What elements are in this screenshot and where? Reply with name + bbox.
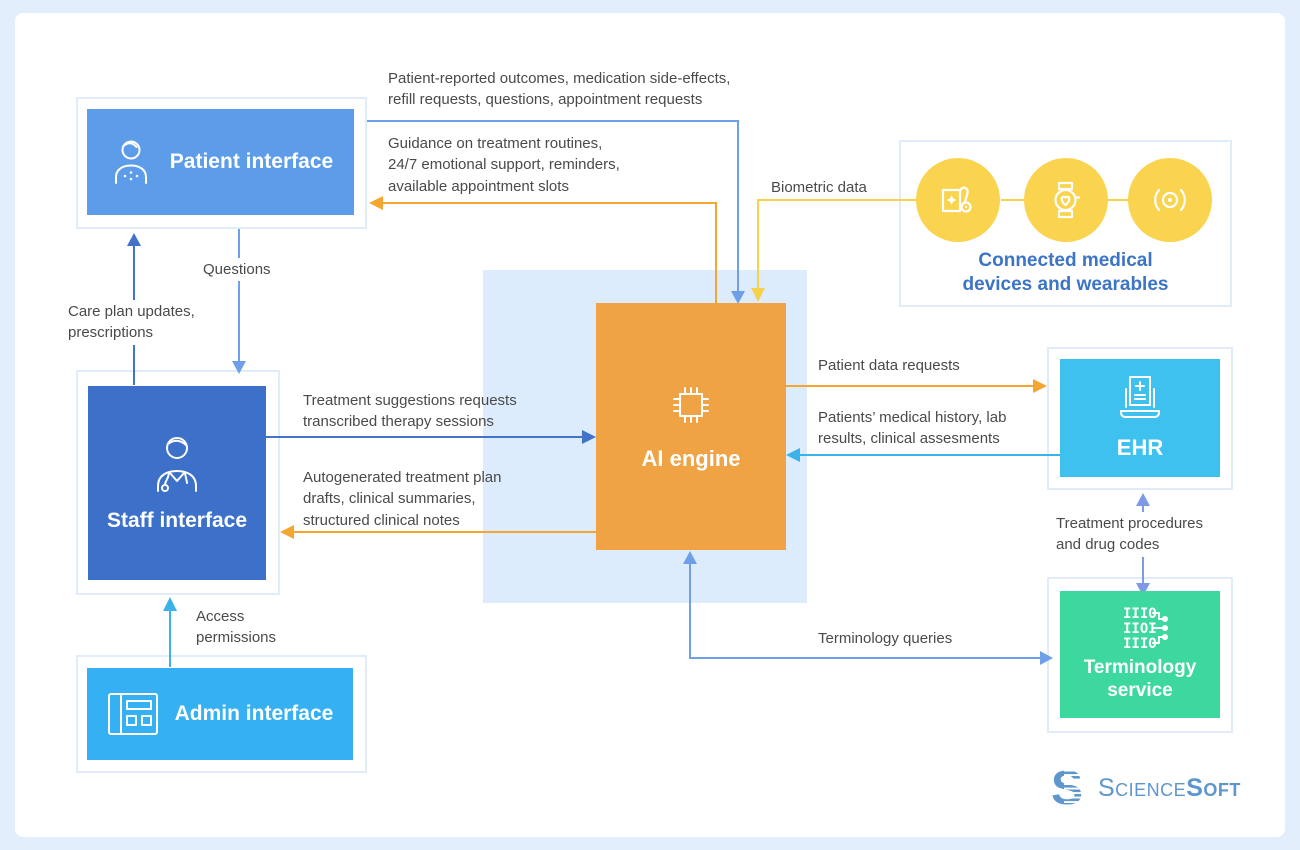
label-questions: Questions [199, 258, 275, 282]
ai-chip-icon [673, 386, 709, 423]
admin-interface-node: Admin interface [87, 668, 353, 760]
label-care-plan: Care plan updates, prescriptions [64, 300, 199, 345]
staff-interface-node: Staff interface [88, 386, 266, 580]
terminology-icon: IIIO IIOI IIIO [1123, 606, 1168, 652]
smartwatch-icon [1054, 181, 1081, 219]
label-treatment-suggestions: Treatment suggestions requests transcrib… [303, 392, 517, 431]
patient-interface-label: Patient interface [169, 150, 334, 173]
sciencesoft-logo-text: ScienceSoft [1098, 774, 1241, 803]
device-circle-smartwatch [1024, 158, 1108, 242]
admin-interface-label: Admin interface [174, 702, 334, 725]
admin-icon [107, 693, 158, 735]
label-patient-data-requests: Patient data requests [818, 357, 960, 374]
staff-interface-label: Staff interface [106, 509, 248, 532]
device-circle-monitor [916, 158, 1000, 242]
svg-text:IIIO: IIIO [1123, 636, 1157, 652]
label-autogenerated: Autogenerated treatment plan drafts, cli… [303, 469, 502, 529]
ehr-node: EHR [1060, 359, 1220, 477]
medical-monitor-icon [941, 186, 972, 213]
label-guidance: Guidance on treatment routines, 24/7 emo… [388, 135, 620, 195]
svg-text:S: S [1051, 766, 1083, 810]
label-treatment-procedures: Treatment procedures and drug codes [1052, 512, 1208, 557]
sciencesoft-logo-icon: S [1051, 766, 1083, 810]
patient-interface-node: Patient interface [87, 109, 354, 215]
ehr-icon [1120, 376, 1160, 418]
label-access-permissions: Access permissions [196, 608, 277, 647]
device-circle-sensor [1128, 158, 1212, 242]
terminology-service-label: Terminology service [1083, 657, 1197, 701]
svg-text:IIOI: IIOI [1123, 621, 1157, 637]
sciencesoft-logo: S ScienceSoft [1046, 766, 1241, 810]
devices-heading: Connected medical devices and wearables [962, 250, 1169, 296]
svg-text:IIIO: IIIO [1123, 606, 1157, 622]
label-biometric-data: Biometric data [771, 179, 867, 196]
terminology-service-node: IIIO IIOI IIIO Terminology service [1060, 591, 1220, 718]
ai-engine-node: AI engine [596, 303, 786, 550]
label-outcomes: Patient-reported outcomes, medication si… [388, 70, 731, 109]
staff-icon [157, 437, 197, 492]
logo-text-soft: Soft [1186, 773, 1241, 802]
ehr-label: EHR [1116, 435, 1164, 460]
sensor-signal-icon [1154, 188, 1186, 212]
label-terminology-queries: Terminology queries [818, 630, 953, 647]
patient-icon [114, 140, 147, 184]
ai-engine-label: AI engine [641, 445, 741, 471]
label-medical-history: Patients’ medical history, lab results, … [818, 409, 1007, 448]
logo-text-science: Science [1098, 773, 1187, 802]
